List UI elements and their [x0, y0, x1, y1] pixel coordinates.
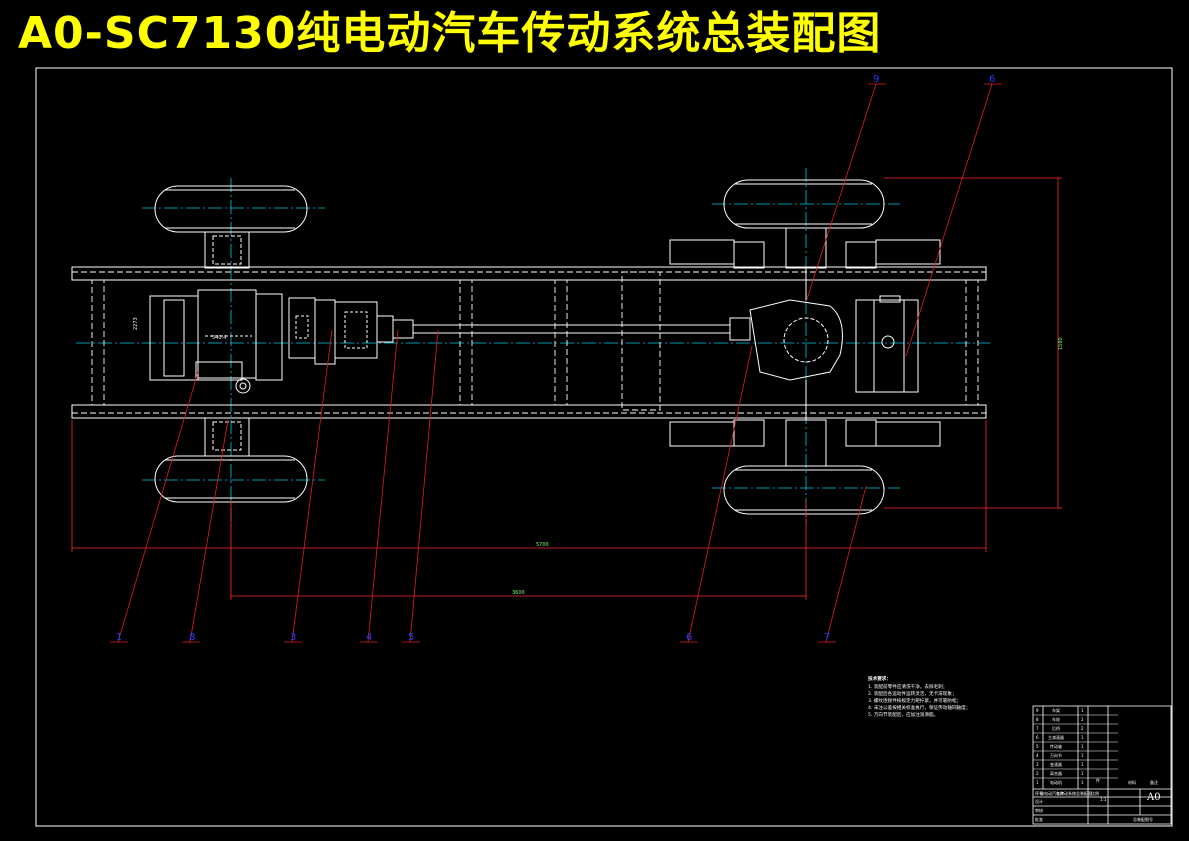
- balloon-4: 4: [366, 632, 372, 643]
- bom-qty: 2: [1081, 717, 1084, 722]
- drawing-title: A0-SC7130纯电动汽车传动系统总装配图: [18, 8, 882, 59]
- note-item: 3. 螺纹连接件按规定力矩拧紧，并可靠防松；: [868, 699, 962, 704]
- bom-no: 2: [1036, 771, 1039, 776]
- balloon-1: 1: [116, 632, 122, 643]
- approver-label: 批准: [1035, 817, 1043, 822]
- sheet-border: [35, 67, 1173, 827]
- bom-no: 4: [1036, 753, 1039, 758]
- front-axle: [204, 231, 250, 457]
- scale-value: 1:1: [1100, 797, 1107, 802]
- bom-name: 电动机: [1050, 780, 1062, 785]
- drawing-number: 总装配图号: [1133, 817, 1153, 822]
- checker-label: 审核: [1035, 808, 1043, 813]
- bom-qty: 1: [1081, 735, 1084, 740]
- bom-name: 后桥: [1052, 726, 1060, 731]
- bom-no: 5: [1036, 744, 1039, 749]
- bom-qty: 1: [1081, 744, 1084, 749]
- balloon-5: 5: [408, 632, 414, 643]
- bom-qty: 1: [1081, 762, 1084, 767]
- note-item: 4. 未注公差按相关标准执行，保证传动轴同轴度；: [868, 706, 971, 711]
- bom-qty: 1: [1081, 753, 1084, 758]
- bom-name: 车架: [1052, 708, 1060, 713]
- scale-label: 比例: [1091, 791, 1099, 796]
- dimension-lines: [71, 177, 1062, 600]
- balloon-6: 6: [686, 632, 692, 643]
- bom-no: 8: [1036, 717, 1039, 722]
- bom-qty: 2: [1081, 726, 1084, 731]
- bom-no: 1: [1036, 780, 1039, 785]
- propshaft: [392, 317, 751, 341]
- bom-name: 离合器: [1050, 771, 1062, 776]
- balloon-3: 3: [290, 632, 296, 643]
- title-block: [1032, 705, 1172, 825]
- bom-no: 9: [1036, 708, 1039, 713]
- bom-header-material: 材料: [1128, 780, 1136, 785]
- dim-motor-height: 2273: [133, 317, 139, 330]
- dim-wheelbase: 3600: [512, 590, 525, 596]
- designer-label: 设计: [1035, 799, 1043, 804]
- motor: [149, 289, 283, 394]
- balloon-8: 8: [189, 632, 195, 643]
- rear-axle: [669, 227, 941, 467]
- notes-heading: 技术要求：: [868, 677, 891, 682]
- note-item: 1. 装配前零件应清洗干净，去除毛刺；: [868, 685, 948, 690]
- note-item: 2. 装配后各运动件运转灵活，无卡滞现象；: [868, 692, 957, 697]
- note-item: 5. 万向节装配后，应加注润滑脂。: [868, 713, 939, 718]
- dimension-labels: 5700 3600 1580 2273 540.4: [133, 317, 1064, 596]
- bom-no: 3: [1036, 762, 1039, 767]
- bom-name: 万向节: [1050, 753, 1062, 758]
- battery-pack: [855, 295, 919, 393]
- wheels: [154, 179, 885, 515]
- bom-qty: 1: [1081, 771, 1084, 776]
- balloon-9: 9: [873, 74, 879, 85]
- bom-name: 传动轴: [1050, 744, 1062, 749]
- dim-track: 1580: [1058, 337, 1064, 350]
- dim-overall-length: 5700: [536, 542, 549, 548]
- frame-rails: [71, 266, 987, 419]
- bom-row-lines: [1033, 714, 1118, 779]
- technical-notes: 技术要求： 1. 装配前零件应清洗干净，去除毛刺； 2. 装配后各运动件运转灵活…: [868, 676, 970, 719]
- tire-rear-right: [723, 465, 885, 515]
- balloon-7: 7: [824, 632, 830, 643]
- bom-qty: 1: [1081, 780, 1084, 785]
- balloon-6b: 6: [989, 74, 995, 85]
- sheet-size: A0: [1147, 792, 1161, 803]
- bom-name: 主减速器: [1048, 735, 1064, 740]
- bom-header-name: 名称: [1056, 791, 1064, 796]
- bom-no: 6: [1036, 735, 1039, 740]
- bom-no: 7: [1036, 726, 1039, 731]
- balloon-numbers: 1 8 3 4 5 6 7 9 6: [116, 74, 995, 643]
- dim-motor-width: 540.4: [212, 335, 226, 341]
- bom-qty: 1: [1081, 708, 1084, 713]
- bom-header-remark: 备注: [1150, 780, 1158, 785]
- bom-header-no: 序号: [1035, 791, 1043, 796]
- bom-name: 变速器: [1050, 762, 1062, 767]
- centerlines: [76, 168, 990, 530]
- transmission: [288, 297, 394, 365]
- drawing-name: 纯电动汽车传动系统总装配图: [1040, 791, 1092, 796]
- bom-header-qty: 件: [1096, 778, 1100, 783]
- cross-members: [91, 271, 979, 411]
- leader-lines: [110, 83, 1002, 643]
- bom-name: 车轮: [1052, 717, 1060, 722]
